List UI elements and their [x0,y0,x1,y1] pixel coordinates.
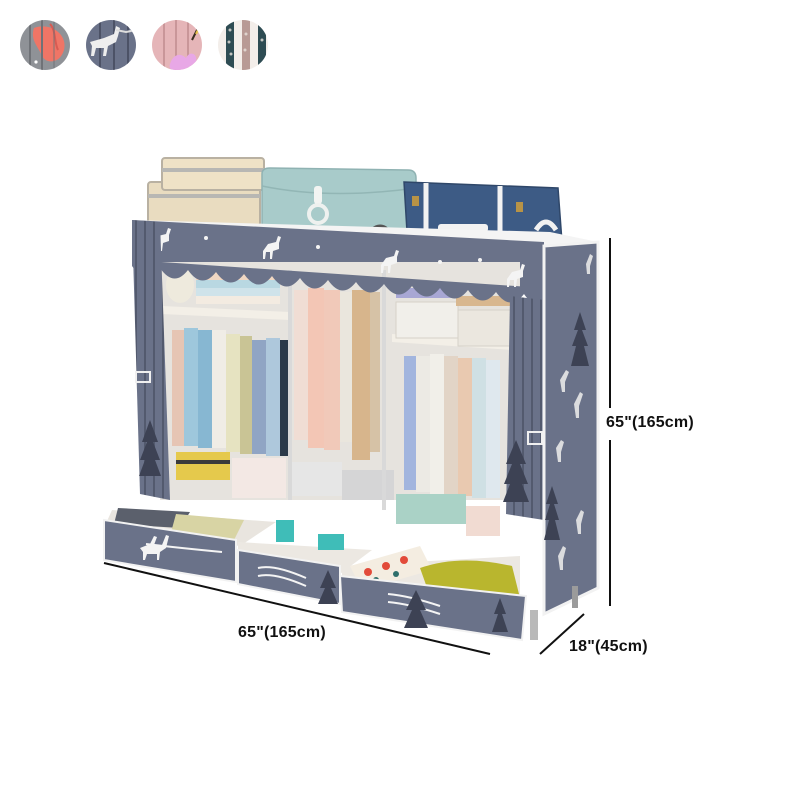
width-dimension-label: 65"(165cm) [238,624,326,641]
deer-icon [556,254,593,570]
color-swatch-botanical[interactable] [218,20,268,70]
botanical-pattern-icon [218,20,268,70]
color-swatch-pink-floral[interactable] [152,20,202,70]
hanging-clothes-left [172,328,290,456]
color-swatch-deer-gray[interactable] [86,20,136,70]
side-panel [542,240,600,617]
pine-tree-icon [503,440,529,502]
deer-icon [153,228,525,287]
depth-dimension-line [539,613,585,655]
pine-tree-icon [139,420,161,476]
color-swatch-list [20,20,268,70]
depth-dimension-label: 18"(45cm) [569,638,648,655]
floral-pattern-icon [152,20,202,70]
hanging-clothes-right [404,354,500,498]
pine-tree-icon [544,486,560,540]
height-dimension-label: 65"(165cm) [606,414,694,431]
drawer-right [338,546,528,642]
drawer-left [103,508,276,584]
color-swatch-flamingo[interactable] [20,20,70,70]
hanging-clothes-middle [294,288,380,460]
left-curtain [132,220,170,500]
drawer-middle [237,520,372,606]
pine-tree-icon [571,312,589,366]
deer-pattern-icon [86,20,136,70]
width-dimension-line [103,562,491,655]
storage-box-stack-icon [147,157,265,227]
flamingo-pattern-icon [20,20,70,70]
